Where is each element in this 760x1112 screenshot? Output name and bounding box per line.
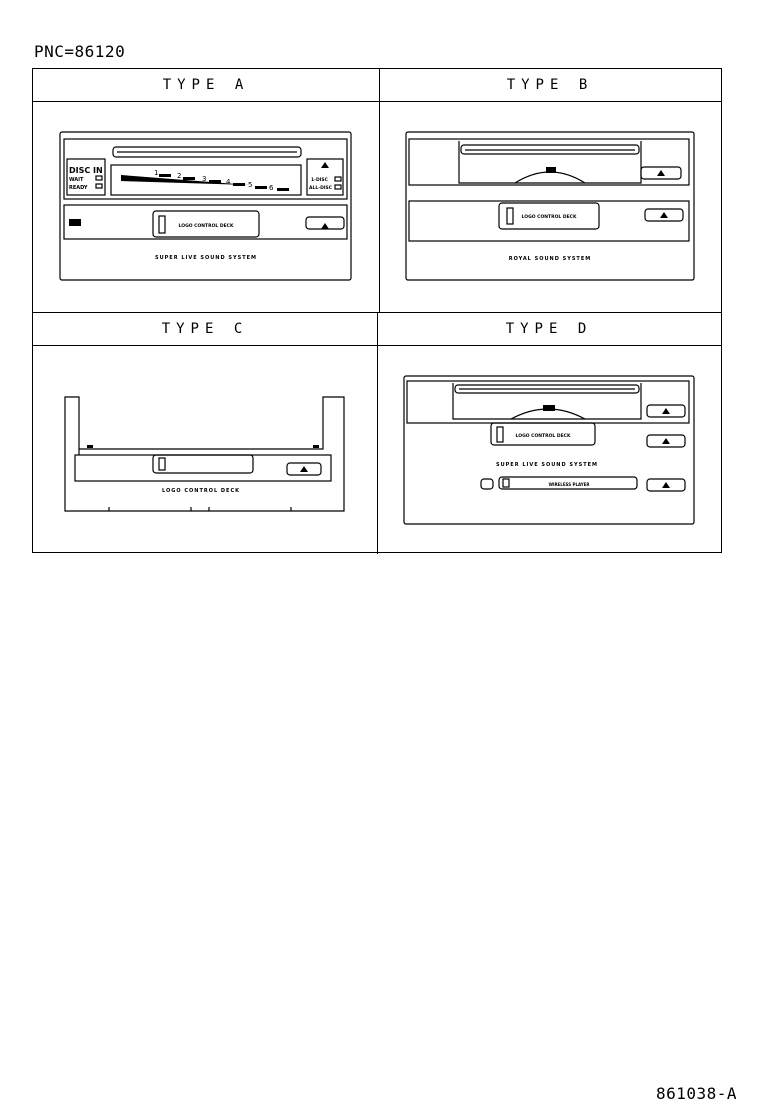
type-d-system-label: SUPER LIVE SOUND SYSTEM (496, 462, 598, 468)
slot-5-label: 5 (248, 181, 252, 189)
type-b-deck-label: LOGO CONTROL DECK (522, 214, 577, 220)
disc-status-panel (66, 158, 106, 196)
slot-2-label: 2 (177, 172, 181, 180)
type-b-heading: TYPE B (506, 77, 594, 93)
type-d-unit: LOGO CONTROL DECK SUPER LIVE SOUND SYSTE… (403, 375, 695, 525)
wait-label: WAIT (69, 177, 84, 183)
slot-6-label: 6 (269, 184, 274, 192)
type-b-unit: LOGO CONTROL DECK ROYAL SOUND SYSTEM (405, 131, 695, 281)
row-line-1 (33, 101, 721, 102)
type-d-deck-slot (490, 422, 596, 446)
row-line-2 (33, 312, 721, 313)
type-d-deck-label: LOGO CONTROL DECK (516, 433, 571, 439)
divider-top (379, 69, 380, 312)
type-a-system-label: SUPER LIVE SOUND SYSTEM (155, 255, 257, 261)
ready-label: READY (69, 185, 88, 191)
row-line-3 (33, 345, 721, 346)
type-a-deck-slot (152, 210, 260, 238)
slot-3-label: 3 (202, 175, 206, 183)
type-c-eject-button[interactable] (286, 462, 322, 476)
type-a-unit: DISC IN WAIT READY 1-DISC ALL-DISC 1 2 3… (59, 131, 352, 281)
type-c-unit: LOGO CONTROL DECK (64, 396, 345, 512)
slot-1-label: 1 (154, 169, 158, 177)
disc-select-panel (306, 158, 344, 196)
pnc-label: PNC=86120 (34, 42, 126, 61)
type-d-eject-button[interactable] (646, 434, 686, 448)
type-c-deck-slot (152, 454, 254, 474)
type-d-player-label: WIRELESS PLAYER (549, 482, 590, 487)
type-b-eject-button[interactable] (644, 208, 684, 222)
slot-4-label: 4 (226, 178, 231, 186)
type-b-disc-eject-button[interactable] (640, 166, 682, 180)
type-d-heading: TYPE D (505, 320, 593, 337)
type-a-tape-indicator (69, 219, 81, 226)
type-d-disc-eject-button[interactable] (646, 404, 686, 418)
type-a-deck-label: LOGO CONTROL DECK (179, 223, 234, 229)
type-d-player-eject-button[interactable] (646, 478, 686, 492)
type-a-heading: TYPE A (162, 77, 250, 93)
type-d-player-button[interactable] (480, 478, 494, 490)
type-c-heading: TYPE C (161, 320, 249, 337)
type-d-player-slot (498, 476, 638, 490)
type-b-cd-logo (546, 167, 556, 173)
types-table: TYPE A TYPE B TYPE C TYPE D (32, 68, 722, 554)
document-id: 861038-A (656, 1084, 738, 1103)
type-b-system-label: ROYAL SOUND SYSTEM (509, 256, 591, 262)
disc-in-label: DISC IN (69, 166, 103, 175)
divider-bottom (377, 312, 378, 554)
all-disc-label: ALL-DISC (309, 185, 333, 191)
type-d-cd-logo (543, 405, 555, 411)
type-b-deck-slot (498, 202, 600, 230)
one-disc-label: 1-DISC (311, 177, 329, 183)
type-c-deck-label: LOGO CONTROL DECK (162, 488, 240, 494)
